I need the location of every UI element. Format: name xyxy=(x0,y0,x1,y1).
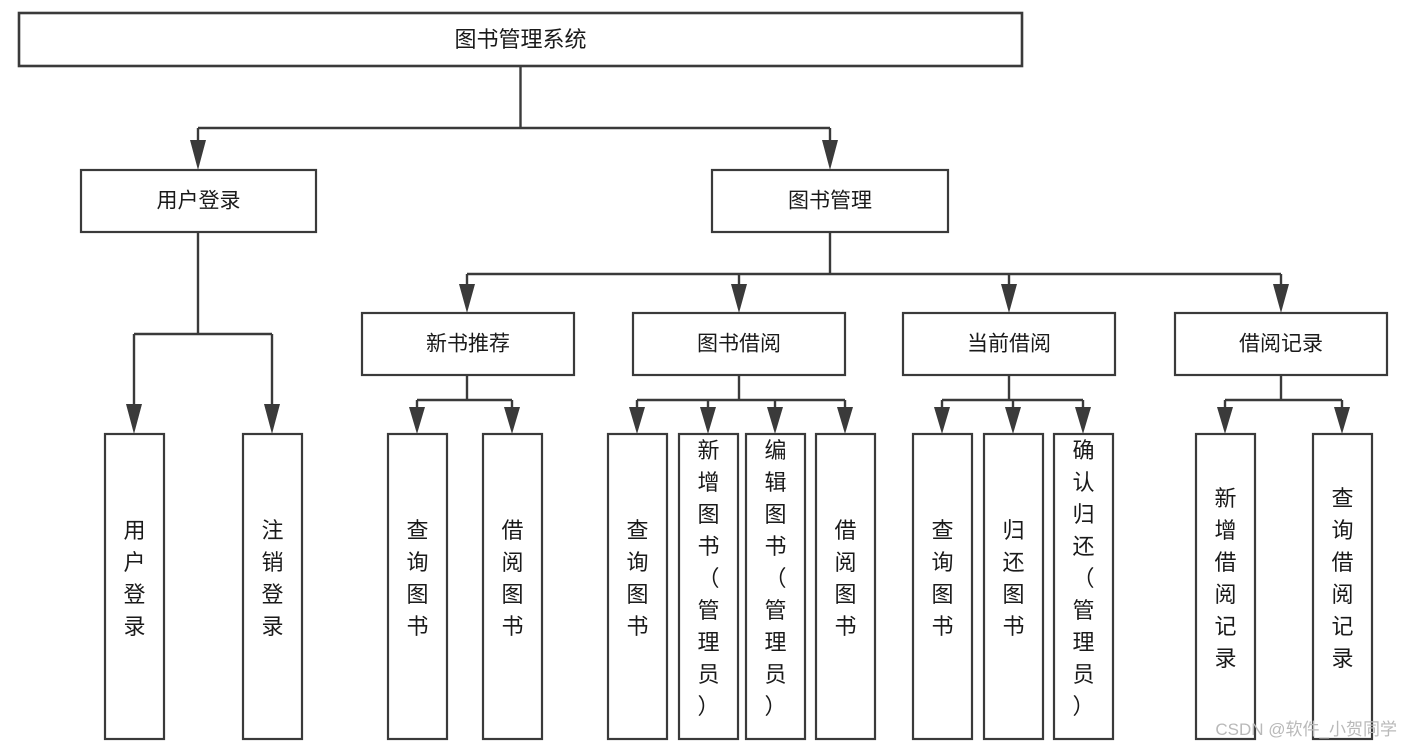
node-book-borrow-box[interactable] xyxy=(631,311,847,377)
node-borrow-record[interactable]: 借阅记录 xyxy=(1173,311,1389,377)
arrow-head-current-borrow xyxy=(1001,284,1017,313)
leaf-current-return-book-label: 归还图书 xyxy=(1002,518,1024,639)
node-current-borrow-label: 当前借阅 xyxy=(967,333,1051,356)
leaf-borrow-edit-book-label: 编辑图书（管理员） xyxy=(764,438,786,719)
leaf-current-query-book-label: 查询图书 xyxy=(931,518,953,639)
leaf-user-login-label: 用户登录 xyxy=(123,518,145,639)
leaf-node-record-query[interactable]: 查询借阅记录 xyxy=(1311,432,1374,741)
leaf-borrow-borrow-book-box[interactable] xyxy=(814,432,877,741)
arrow-head-borrow-record xyxy=(1273,284,1289,313)
leaf-record-add-box[interactable] xyxy=(1194,432,1257,741)
leaf-record-query-label: 查询借阅记录 xyxy=(1331,486,1353,671)
node-root-label: 图书管理系统 xyxy=(454,27,586,52)
node-current-borrow[interactable]: 当前借阅 xyxy=(901,311,1117,377)
arrow-head-record-leaf-1 xyxy=(1217,407,1233,434)
csdn-watermark: CSDN @软件_小贺同学 xyxy=(1215,720,1397,739)
leaf-borrow-add-book-label: 新增图书（管理员） xyxy=(697,438,719,719)
node-borrow-record-label: 借阅记录 xyxy=(1239,333,1323,356)
leaf-recommend-borrow-book-box[interactable] xyxy=(481,432,544,741)
leaf-recommend-query-book-box[interactable] xyxy=(386,432,449,741)
node-user-login-box[interactable] xyxy=(79,168,318,234)
node-borrow-record-box[interactable] xyxy=(1173,311,1389,377)
node-user-login-label: 用户登录 xyxy=(157,190,241,213)
leaf-borrow-query-book-label: 查询图书 xyxy=(626,518,648,639)
arrow-head-borrow-leaf-4 xyxy=(837,407,853,434)
arrow-head-new-book-recommend xyxy=(459,284,475,313)
node-current-borrow-box[interactable] xyxy=(901,311,1117,377)
leaf-recommend-query-book-label: 查询图书 xyxy=(406,518,428,639)
node-book-manage-box[interactable] xyxy=(710,168,950,234)
arrow-head-recommend-leaf-1 xyxy=(409,407,425,434)
leaf-record-add-label: 新增借阅记录 xyxy=(1214,486,1236,671)
node-book-borrow-label: 图书借阅 xyxy=(697,333,781,356)
arrow-head-leaf-logout xyxy=(264,404,280,434)
arrow-head-current-leaf-2 xyxy=(1005,407,1021,434)
leaf-node-current-query-book[interactable]: 查询图书 xyxy=(911,432,974,741)
leaf-node-borrow-edit-book[interactable]: 编辑图书（管理员） xyxy=(744,432,807,741)
leaf-current-query-book-box[interactable] xyxy=(911,432,974,741)
arrow-head-current-leaf-3 xyxy=(1075,407,1091,434)
leaf-node-current-return-book[interactable]: 归还图书 xyxy=(982,432,1045,741)
leaf-borrow-add-book-box[interactable] xyxy=(677,432,740,741)
node-user-login[interactable]: 用户登录 xyxy=(79,168,318,234)
arrow-head-borrow-leaf-3 xyxy=(767,407,783,434)
leaf-node-recommend-query-book[interactable]: 查询图书 xyxy=(386,432,449,741)
leaf-node-borrow-add-book[interactable]: 新增图书（管理员） xyxy=(677,432,740,741)
node-book-manage-label: 图书管理 xyxy=(788,190,872,213)
node-new-book-recommend-label: 新书推荐 xyxy=(426,333,510,356)
leaf-node-borrow-borrow-book[interactable]: 借阅图书 xyxy=(814,432,877,741)
leaf-user-login-box[interactable] xyxy=(103,432,166,741)
node-root-box[interactable] xyxy=(17,11,1024,68)
arrow-head-book-manage xyxy=(822,140,838,170)
arrow-head-book-borrow xyxy=(731,284,747,313)
arrow-head-current-leaf-1 xyxy=(934,407,950,434)
leaf-node-logout[interactable]: 注销登录 xyxy=(241,432,304,741)
leaf-borrow-borrow-book-label: 借阅图书 xyxy=(834,518,856,639)
arrow-head-borrow-leaf-1 xyxy=(629,407,645,434)
leaf-node-record-add[interactable]: 新增借阅记录 xyxy=(1194,432,1257,741)
node-book-manage[interactable]: 图书管理 xyxy=(710,168,950,234)
leaf-node-current-confirm-return[interactable]: 确认归还（管理员） xyxy=(1052,432,1115,741)
arrow-head-user-login xyxy=(190,140,206,170)
leaf-node-borrow-query-book[interactable]: 查询图书 xyxy=(606,432,669,741)
leaf-current-confirm-return-box[interactable] xyxy=(1052,432,1115,741)
leaf-node-user-login[interactable]: 用户登录 xyxy=(103,432,166,741)
arrow-head-leaf-user-login xyxy=(126,404,142,434)
leaf-borrow-edit-book-box[interactable] xyxy=(744,432,807,741)
node-new-book-recommend[interactable]: 新书推荐 xyxy=(360,311,576,377)
arrow-head-borrow-leaf-2 xyxy=(700,407,716,434)
leaf-recommend-borrow-book-label: 借阅图书 xyxy=(501,518,523,639)
leaf-node-recommend-borrow-book[interactable]: 借阅图书 xyxy=(481,432,544,741)
node-book-borrow[interactable]: 图书借阅 xyxy=(631,311,847,377)
arrow-head-recommend-leaf-2 xyxy=(504,407,520,434)
leaf-record-query-box[interactable] xyxy=(1311,432,1374,741)
connector-layer xyxy=(126,66,1350,434)
node-root-system[interactable]: 图书管理系统 xyxy=(17,11,1024,68)
leaf-current-return-book-box[interactable] xyxy=(982,432,1045,741)
leaf-logout-box[interactable] xyxy=(241,432,304,741)
leaf-logout-label: 注销登录 xyxy=(261,518,283,639)
leaf-borrow-query-book-box[interactable] xyxy=(606,432,669,741)
node-new-book-recommend-box[interactable] xyxy=(360,311,576,377)
leaf-current-confirm-return-label: 确认归还（管理员） xyxy=(1072,438,1094,719)
arrow-head-record-leaf-2 xyxy=(1334,407,1350,434)
